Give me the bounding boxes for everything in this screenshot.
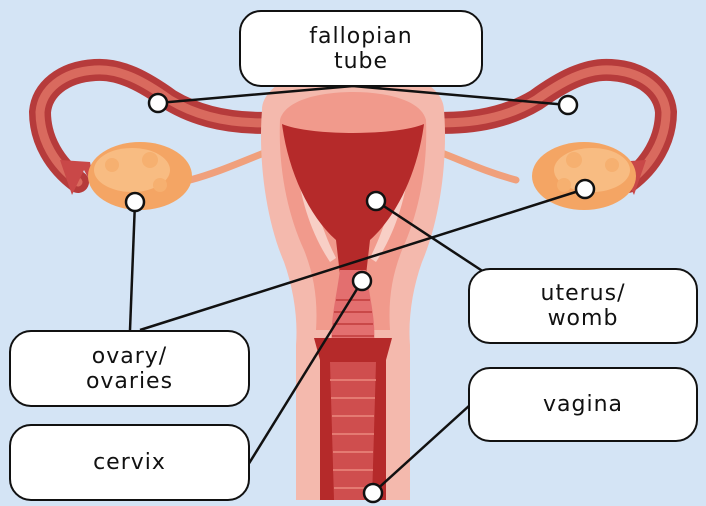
marker-dot-ovary-right — [576, 180, 594, 198]
vagina-shape — [314, 338, 392, 500]
label-cervix-text: cervix — [93, 450, 166, 475]
label-vagina: vagina — [468, 367, 698, 442]
marker-dot-cervix — [353, 272, 371, 290]
label-ovary: ovary/ ovaries — [9, 330, 250, 407]
ovarian-ligament-left — [190, 150, 272, 180]
marker-dot-vagina — [364, 484, 382, 502]
label-uterus-text: uterus/ womb — [541, 281, 626, 331]
label-fallopian-tube-text: fallopian tube — [309, 24, 412, 74]
label-vagina-text: vagina — [543, 392, 623, 417]
label-fallopian-tube: fallopian tube — [239, 10, 483, 87]
marker-dot-fallopian-right — [559, 96, 577, 114]
marker-dot-fallopian-left — [149, 94, 167, 112]
label-ovary-text: ovary/ ovaries — [86, 344, 173, 394]
label-uterus: uterus/ womb — [468, 268, 698, 344]
label-cervix: cervix — [9, 424, 250, 501]
ovarian-ligament-right — [434, 150, 516, 180]
leader-line-ovary — [130, 202, 135, 330]
marker-dot-uterus — [367, 192, 385, 210]
marker-dot-ovary-left — [126, 193, 144, 211]
